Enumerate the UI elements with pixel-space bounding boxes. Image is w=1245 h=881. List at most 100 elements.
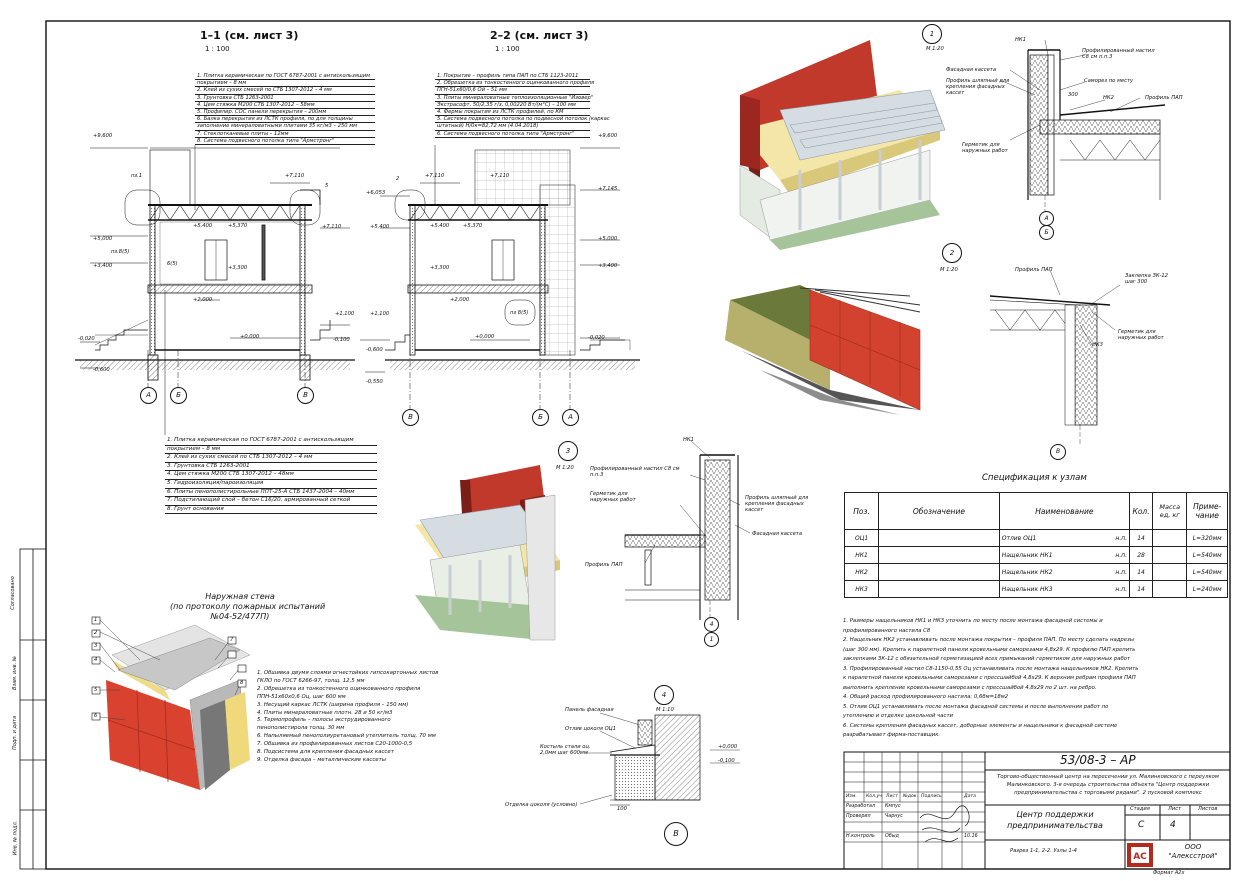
node-4-label: Костыль стали оц. 2,0мм шаг 600мм [540,744,591,756]
axis-marker: 1 [704,632,719,647]
spec-title: Спецификация к узлам [982,473,1087,483]
node-4-scale: М 1:10 [656,707,674,713]
sheet-title: Разрез 1-1, 2-2. Узлы 1-4 [1010,848,1077,854]
node-1-label: 300 [1068,92,1078,98]
stamp-col-header: №док. [903,794,918,799]
node-3-detail [624,439,751,620]
outer-wall-isometric [91,616,251,791]
node-3-label: НК1 [683,437,694,443]
level-mark: -0,600 [366,347,383,353]
section-2-roof-notes: 1. Покрытие – профиль типа ПАП по СТБ 11… [435,73,610,138]
stamp-col-header: Подпись [921,794,942,799]
axis-marker: В [402,409,419,426]
spec-table: Поз. Обозначение Наименование Кол. Масса… [843,492,1228,598]
title-block-frame [843,751,1231,870]
node-1-label: Профиль шляпный для крепления фасадных к… [946,78,1010,96]
isometric-node-3 [415,465,560,641]
stamp-col-header: Дата [964,794,976,799]
level-mark: +0,000 [475,334,495,340]
stamp-person: Кмпус [885,804,901,809]
label: 5 [325,183,329,189]
general-notes: 1. Размеры нащельников НК1 и НК3 уточнит… [843,618,1139,738]
node-3-label: Фасадная кассета [752,531,803,537]
side-stamp-label: Согласовано [9,576,16,610]
node-2-label: Заклепка ЗК-12 шаг 300 [1125,273,1168,285]
callout-number: 5 [94,687,98,693]
stage-value: С [1138,820,1145,830]
node-2-marker: 2 [942,243,962,263]
stamp-role: Разработал [846,804,876,809]
axis-marker: 4 [704,617,719,632]
axis-marker: А [140,387,157,404]
spec-header: Кол. [1129,492,1154,530]
level-mark: -0,550 [366,379,383,385]
sheet-value: 4 [1170,820,1176,830]
level-mark: +7,110 [322,224,342,230]
node-1-label: Профилированный настил С8 см п.п.3 [1082,48,1155,60]
level-mark: +3,400 [93,263,113,269]
section-1-floor-notes: 1. Плитка керамическая по ГОСТ 6787-2001… [195,73,375,146]
callout-number: 7 [230,637,234,643]
signatures [919,805,970,843]
section-2-title: 2–2 (см. лист 3) [490,29,589,42]
ground-floor-notes: 1. Плитка керамическая по ГОСТ 6787-2001… [165,437,377,515]
callout-number: 4 [94,657,98,663]
node-4-label: Отлив цоколя ОЦ1 [565,726,617,732]
level-mark: +7,110 [490,173,510,179]
level-mark: +1,100 [370,311,390,317]
level-mark: +5,400 [193,223,213,229]
level-mark: +3,300 [228,265,248,271]
level-mark: +1,100 [335,311,355,317]
stamp-role: Проверил [846,814,871,819]
level-mark: +3,400 [598,263,618,269]
node-4-label: Отделка цоколя (условно) [505,802,578,808]
spec-header: Поз. [843,492,880,530]
axis-marker: Б [532,409,549,426]
node-1-label: Профиль ПАП [1145,95,1183,101]
drawing-code: 53/08-3 – АР [1060,753,1136,767]
node-2-detail [989,269,1121,445]
stamp-person: Чарнус [885,814,903,819]
node-1-label: НК2 [1103,95,1114,101]
axis-marker: Б [1039,225,1054,240]
firm-name: ООО"Алексстрой" [1168,843,1218,860]
level-mark: +7,145 [598,186,618,192]
level-mark: -0,100 [333,337,350,343]
node-3-label: Профиль шляпный для крепления фасадных к… [745,495,809,513]
node-1-label: НК1 [1015,37,1026,43]
node-4-marker: 4 [654,685,674,705]
label: 2 [396,176,400,182]
section-2-scale: 1 : 100 [495,45,520,53]
node-4-detail [579,712,740,806]
section-1-1-drawing [75,145,355,435]
level-mark: +2,000 [193,297,213,303]
label: пз.1 [131,173,143,179]
section-1-title: 1–1 (см. лист 3) [200,29,299,42]
level-mark: +0,000 [240,334,260,340]
node-4-label: 100 [617,806,627,812]
axis-marker: В [1050,444,1066,460]
level-mark: +3,300 [430,265,450,271]
level-mark: -0,020 [78,336,95,342]
axis-marker: А [1039,211,1054,226]
level-mark: +5,000 [93,236,113,242]
callout-number: 6 [94,713,98,719]
outer-wall-notes: 1. Обшивка двумя слоями огнестойких гипс… [257,670,439,763]
side-stamp-label: Взам. инв. № [11,656,18,690]
node-2-scale: М 1:20 [940,267,958,273]
node-2-label: Профиль ПАП [1015,267,1053,273]
level-mark: +5,400 [430,223,450,229]
sheet-format: Формат А2х [1153,870,1185,876]
node-1-label: Герметик для наружных работ [962,142,1008,154]
node-3-label: Герметик для наружных работ [590,491,636,503]
node-4-label: -0,100 [718,758,735,764]
stamp-role: Н.контроль [846,834,875,839]
svg-text:АС: АС [1133,852,1147,862]
axis-marker: Б [170,387,187,404]
node-1-label: Фасадная кассета [946,67,997,73]
stamp-person: Обыд [885,834,899,839]
